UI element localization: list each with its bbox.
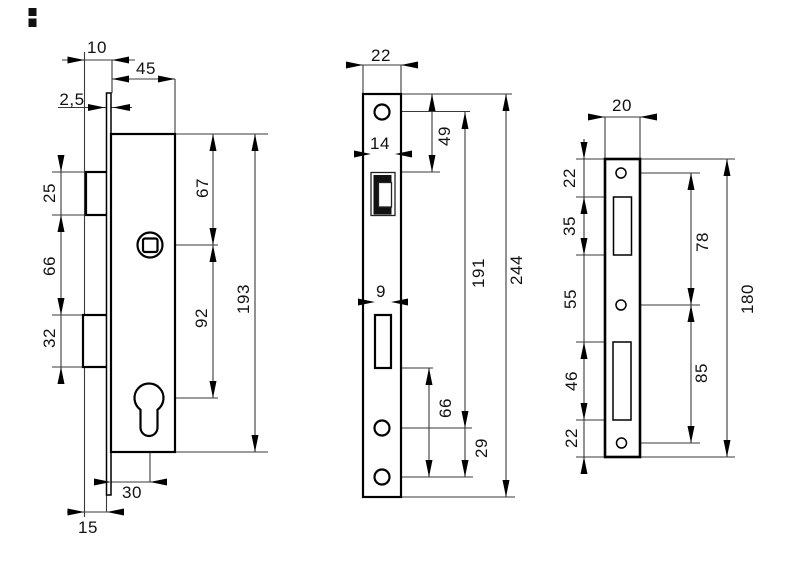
faceplate-bottom-screw-hole [373,468,391,486]
dim-label-30: 30 [122,483,142,502]
dim-label-2-5: 2,5 [59,90,84,109]
strike-middle-screw-hole [615,299,627,311]
scan-artifact [28,8,37,27]
dim-label-22-faceplate: 22 [371,46,391,65]
strike-bottom-screw-hole [615,437,628,449]
dim-label-15: 15 [78,518,98,537]
latch-top-flange [373,175,392,183]
dim-label-20: 20 [612,96,632,115]
strike-top-screw-hole [615,167,627,179]
deadbolt-cutout [373,313,393,370]
euro-cylinder-hole [133,382,165,438]
dim-label-32: 32 [40,328,59,348]
dim-label-92: 92 [192,308,211,328]
artifact-square-2 [28,18,37,27]
dim-label-66-faceplate: 66 [436,398,455,418]
latch-bottom-flange [373,207,392,215]
latch-face [377,181,393,208]
latch-bolt-front [373,175,393,215]
dim-label-78: 78 [693,232,712,252]
dim-label-55: 55 [561,289,580,309]
lock-body-dimension-lines [52,52,268,517]
dim-label-45: 45 [136,59,156,78]
dim-label-9: 9 [376,282,386,301]
dim-label-22-strike-bottom: 22 [562,428,581,448]
dim-label-10: 10 [87,38,107,57]
latch-bolt-side [84,170,109,217]
dim-label-49: 49 [435,126,454,146]
strike-latch-slot [612,196,633,256]
faceplate-front-view: 22 14 9 49 191 244 66 29 [346,46,526,499]
faceplate-lower-screw-hole [373,419,391,437]
dim-label-35: 35 [560,216,579,236]
dim-label-29: 29 [472,438,491,458]
dim-label-191: 191 [469,258,488,288]
dim-label-22-strike-top: 22 [560,168,579,188]
lock-body-side-view: 10 45 2,5 25 66 32 67 92 193 30 15 [40,38,268,537]
dim-label-25: 25 [40,183,59,203]
strike-plate-front-view: 20 22 35 55 46 22 78 85 180 [560,96,757,474]
strike-bolt-slot [612,341,632,421]
latch-bevel-edge [373,175,379,215]
dim-label-46: 46 [562,371,581,391]
spindle-square-hole [141,237,159,254]
strike-plate-dimension-lines [576,116,735,474]
faceplate-top-screw-hole [373,103,391,121]
dim-label-244: 244 [507,255,526,285]
dim-label-66-left: 66 [40,256,59,276]
dim-label-14: 14 [370,134,390,153]
artifact-square-1 [28,8,37,16]
dim-label-193: 193 [234,284,253,314]
deadbolt-side [81,313,109,369]
dim-label-180: 180 [738,284,757,314]
dim-label-67: 67 [193,178,212,198]
dim-label-85: 85 [692,363,711,383]
